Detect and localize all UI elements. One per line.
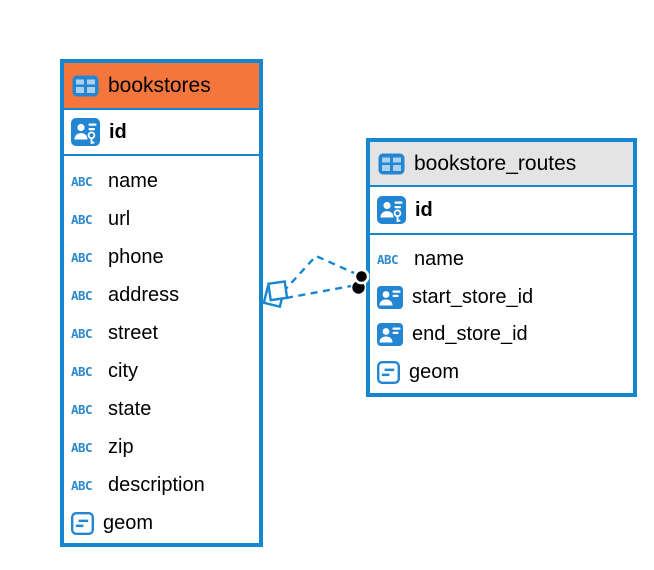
- column-name: city: [108, 359, 138, 382]
- table-header-bookstore-routes[interactable]: bookstore_routes: [370, 142, 633, 187]
- column-row-pk[interactable]: id: [64, 110, 259, 156]
- text-type-icon: ABC: [71, 363, 93, 379]
- text-type-icon: ABC: [71, 439, 93, 455]
- text-type-icon: ABC: [71, 401, 93, 417]
- column-row[interactable]: start_store_id: [370, 279, 633, 317]
- column-name: street: [108, 321, 159, 344]
- column-row[interactable]: ABC state: [64, 390, 259, 428]
- text-type-icon: ABC: [71, 211, 93, 227]
- column-name: geom: [103, 511, 154, 534]
- column-row[interactable]: ABC name: [64, 162, 259, 200]
- column-name: start_store_id: [412, 285, 534, 308]
- column-name: id: [109, 120, 127, 143]
- table-bookstores[interactable]: bookstores id ABC name ABC url: [60, 59, 263, 547]
- column-name: address: [108, 283, 180, 306]
- diamond-end-marker[interactable]: [267, 280, 289, 302]
- column-row[interactable]: end_store_id: [370, 316, 633, 354]
- column-row[interactable]: ABC zip: [64, 428, 259, 466]
- column-row[interactable]: ABC name: [370, 241, 633, 279]
- column-list: ABC name ABC url ABC phone ABC address A…: [64, 156, 259, 542]
- column-name: url: [108, 207, 131, 230]
- column-row[interactable]: geom: [370, 354, 633, 392]
- text-type-icon: ABC: [377, 252, 399, 268]
- primary-key-icon: [377, 196, 406, 224]
- text-type-icon: ABC: [71, 249, 93, 265]
- column-row[interactable]: ABC city: [64, 352, 259, 390]
- column-name: name: [108, 169, 159, 192]
- column-list: ABC name start_store_id: [370, 235, 633, 391]
- column-name: geom: [409, 360, 460, 383]
- column-row[interactable]: ABC description: [64, 466, 259, 504]
- column-row[interactable]: ABC address: [64, 276, 259, 314]
- reference-type-icon: [377, 323, 403, 347]
- primary-key-icon: [71, 118, 100, 146]
- relationship-line[interactable]: [285, 284, 352, 300]
- table-icon: [72, 75, 99, 96]
- column-name: state: [108, 397, 152, 420]
- column-row-pk[interactable]: id: [370, 187, 633, 235]
- column-name: phone: [108, 245, 164, 268]
- text-type-icon: ABC: [71, 477, 93, 493]
- text-type-icon: ABC: [71, 173, 93, 189]
- relationship-line[interactable]: [282, 254, 355, 293]
- table-name: bookstores: [108, 73, 211, 97]
- geometry-type-icon: [71, 511, 94, 535]
- geometry-type-icon: [377, 360, 400, 384]
- relationship-connector[interactable]: [262, 254, 370, 309]
- diamond-end-marker[interactable]: [262, 285, 286, 309]
- text-type-icon: ABC: [71, 325, 93, 341]
- column-name: id: [415, 198, 433, 221]
- table-bookstore-routes[interactable]: bookstore_routes id ABC name: [366, 138, 637, 397]
- dot-end-marker[interactable]: [352, 281, 365, 294]
- text-type-icon: ABC: [71, 287, 93, 303]
- column-name: end_store_id: [412, 323, 528, 346]
- reference-type-icon: [377, 285, 403, 309]
- column-row[interactable]: ABC url: [64, 200, 259, 238]
- column-row[interactable]: ABC phone: [64, 238, 259, 276]
- table-name: bookstore_routes: [414, 151, 577, 175]
- column-name: name: [414, 248, 465, 271]
- column-name: zip: [108, 435, 134, 458]
- table-header-bookstores[interactable]: bookstores: [64, 63, 259, 110]
- table-icon: [378, 153, 405, 174]
- column-row[interactable]: ABC street: [64, 314, 259, 352]
- column-row[interactable]: geom: [64, 504, 259, 542]
- column-name: description: [108, 473, 205, 496]
